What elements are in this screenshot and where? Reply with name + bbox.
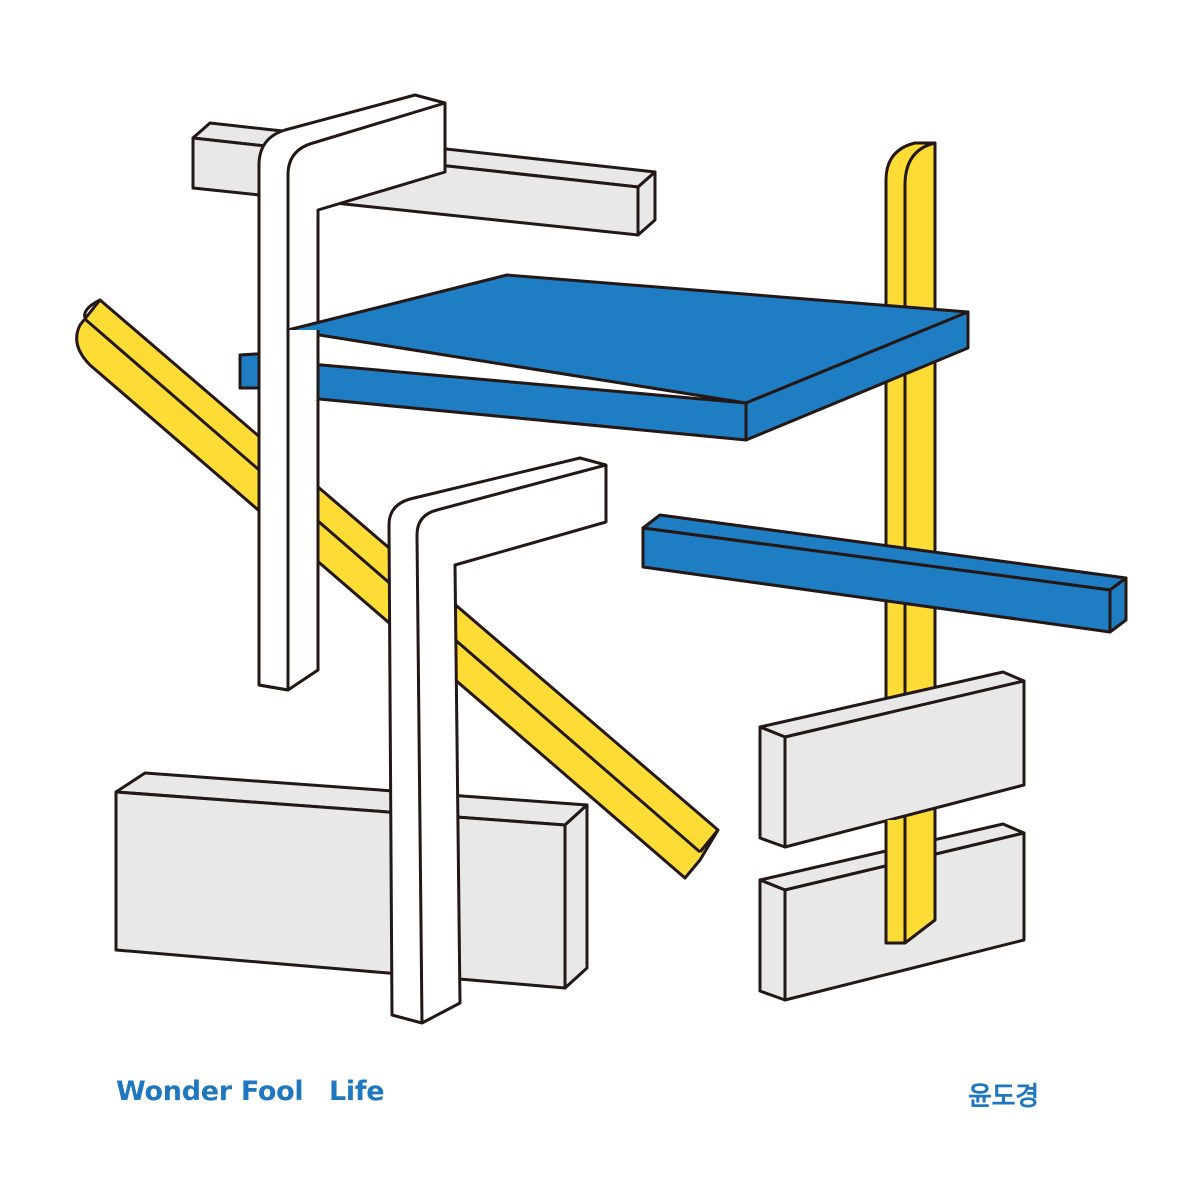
- right-grey-block-upper: [758, 670, 1026, 849]
- blue-beam: [641, 513, 1128, 634]
- album-title-part1: Wonder Fool: [116, 1076, 304, 1107]
- vertical-yellow-rod-front: [884, 820, 937, 945]
- upper-white-l-bracket: [257, 93, 447, 692]
- bottom-left-grey-block: [114, 771, 589, 990]
- lower-white-l-bracket: [387, 456, 608, 1025]
- blue-slab: [238, 273, 970, 442]
- upper-bracket-stem-front: [257, 330, 320, 400]
- artist-name: 윤도경: [968, 1082, 1039, 1112]
- album-title-part2: Life: [329, 1076, 385, 1107]
